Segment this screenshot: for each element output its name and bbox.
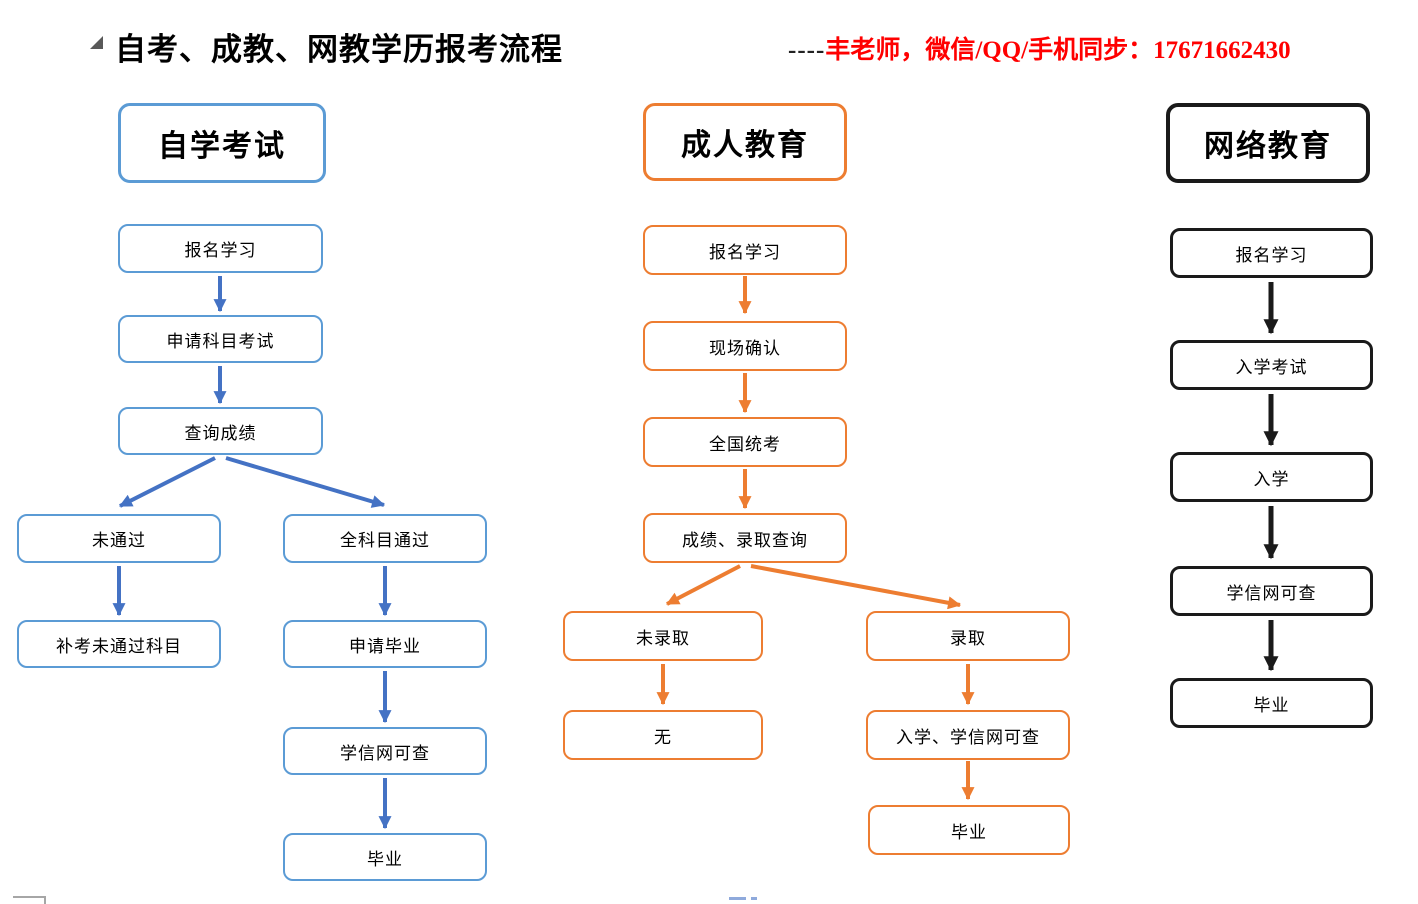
outline-collapse-icon[interactable] [90,36,103,49]
adult-edu-step-not-admitted: 未录取 [563,611,763,661]
self-exam-step-apply-graduation: 申请毕业 [283,620,487,668]
network-edu-step-chsi-check: 学信网可查 [1170,566,1373,616]
network-edu-step-signup: 报名学习 [1170,228,1373,278]
self-exam-step-check-scores: 查询成绩 [118,407,323,455]
contact-dashes: ---- [788,37,826,64]
self-exam-step-signup: 报名学习 [118,224,323,273]
self-exam-step-apply-subject-exam: 申请科目考试 [118,315,323,363]
adult-edu-step-onsite-confirm: 现场确认 [643,321,847,371]
adult-edu-step-none: 无 [563,710,763,760]
self-exam-step-chsi-check: 学信网可查 [283,727,487,775]
adult-edu-step-enroll-chsi: 入学、学信网可查 [866,710,1070,760]
adult-edu-step-score-admission-query: 成绩、录取查询 [643,513,847,563]
network-edu-step-enroll: 入学 [1170,452,1373,502]
network-edu-step-entrance-exam: 入学考试 [1170,340,1373,390]
self-exam-step-all-passed: 全科目通过 [283,514,487,563]
adult-edu-step-signup: 报名学习 [643,225,847,275]
cropped-shape-corner [13,896,46,904]
self-exam-step-graduate: 毕业 [283,833,487,881]
cropped-blue-mark [751,897,757,900]
adult-edu-header: 成人教育 [643,103,847,181]
arrow-scores-to-allpassed [225,456,386,508]
page-title: 自考、成教、网教学历报考流程 [115,32,563,67]
cropped-blue-mark [729,897,746,900]
contact-text: 丰老师，微信/QQ/手机同步：17671662430 [825,37,1291,64]
network-edu-header: 网络教育 [1166,103,1370,183]
adult-edu-step-admitted: 录取 [866,611,1070,661]
arrow-query-to-admitted [750,564,962,610]
contact-info: ----丰老师，微信/QQ/手机同步：17671662430 [788,30,1291,66]
arrow-scores-to-notpassed [119,456,216,508]
self-exam-header: 自学考试 [118,103,326,183]
network-edu-step-graduate: 毕业 [1170,678,1373,728]
adult-edu-step-graduate: 毕业 [868,805,1070,855]
self-exam-step-retake: 补考未通过科目 [17,620,221,668]
adult-edu-step-national-exam: 全国统考 [643,417,847,467]
arrow-query-to-notadmitted [666,564,741,606]
self-exam-step-not-passed: 未通过 [17,514,221,563]
